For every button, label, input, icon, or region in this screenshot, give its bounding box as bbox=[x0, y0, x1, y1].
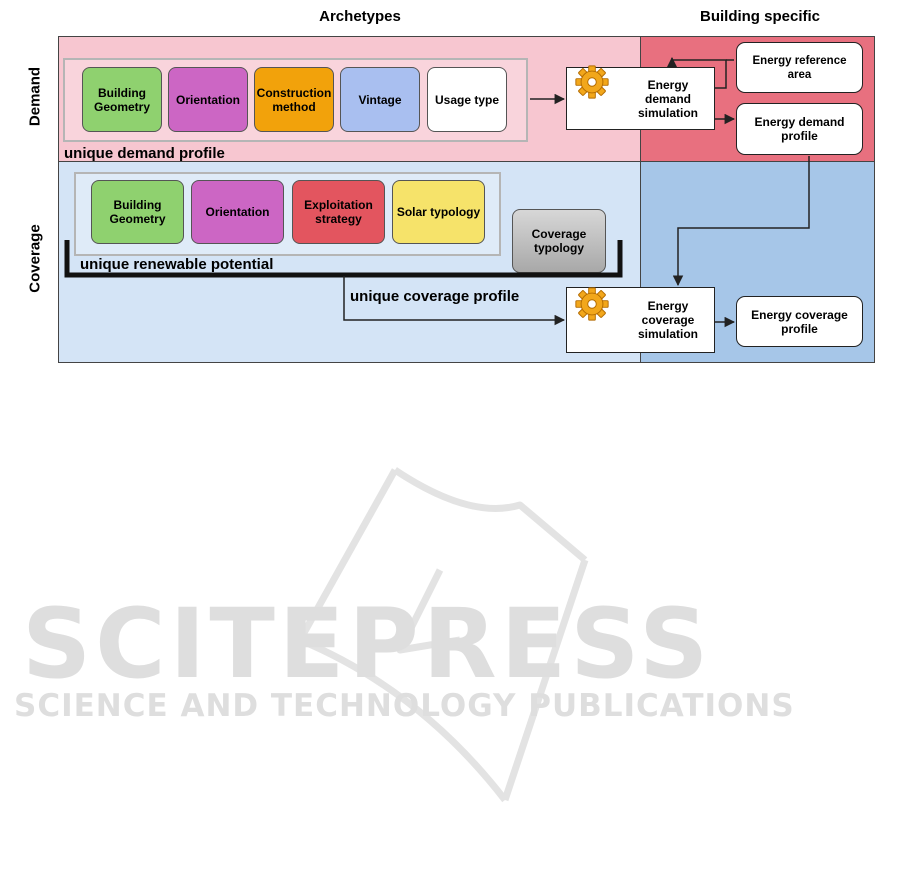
unique-demand-profile-caption: unique demand profile bbox=[64, 145, 225, 162]
building-specific-header: Building specific bbox=[699, 8, 820, 25]
demand-archetype-chip-label: Usage type bbox=[434, 92, 500, 107]
coverage-row-label: Coverage bbox=[26, 224, 44, 293]
coverage-archetype-chip-label: Exploitation strategy bbox=[304, 198, 373, 226]
demand-archetype-chip-label: Construction method bbox=[256, 85, 332, 114]
energy-demand-profile-label: Energy demand profile bbox=[754, 115, 845, 143]
energy-coverage-simulation-box: Energy coverage simulation bbox=[566, 287, 715, 353]
demand-archetype-chip: Building Geometry bbox=[82, 67, 162, 132]
coverage-archetype-chip-label: Building Geometry bbox=[109, 198, 166, 226]
gear-icon bbox=[575, 65, 609, 99]
demand-archetype-chip: Orientation bbox=[168, 67, 248, 132]
unique-renewable-potential-caption: unique renewable potential bbox=[80, 256, 274, 273]
watermark-tagline: SCIENCE AND TECHNOLOGY PUBLICATIONS bbox=[14, 688, 795, 724]
coverage-typology-label: Coverage typology bbox=[531, 227, 587, 255]
coverage-archetype-chip: Exploitation strategy bbox=[292, 180, 385, 244]
energy-demand-profile-box: Energy demand profile bbox=[736, 103, 863, 155]
watermark-logo-text: SCITEPRESS bbox=[22, 588, 713, 700]
energy-reference-area-label: Energy reference area bbox=[752, 54, 847, 81]
energy-demand-simulation-label: Energy demand simulation bbox=[637, 77, 698, 120]
gear-icon bbox=[575, 287, 609, 321]
demand-archetype-chip-label: Building Geometry bbox=[93, 85, 151, 114]
energy-reference-area-box: Energy reference area bbox=[736, 42, 863, 93]
demand-archetype-chip-label: Orientation bbox=[175, 92, 240, 107]
coverage-typology-box: Coverage typology bbox=[512, 209, 606, 273]
demand-archetype-chip: Vintage bbox=[340, 67, 420, 132]
coverage-archetype-chip: Solar typology bbox=[392, 180, 485, 244]
energy-coverage-simulation-label: Energy coverage simulation bbox=[637, 299, 698, 341]
energy-demand-simulation-box: Energy demand simulation bbox=[566, 65, 715, 130]
energy-coverage-profile-box: Energy coverage profile bbox=[736, 296, 863, 347]
demand-archetype-chip: Construction method bbox=[254, 67, 334, 132]
energy-coverage-profile-label: Energy coverage profile bbox=[751, 307, 848, 336]
archetypes-header: Archetypes bbox=[319, 8, 401, 25]
demand-row-label: Demand bbox=[26, 66, 44, 127]
unique-coverage-profile-caption: unique coverage profile bbox=[350, 288, 520, 305]
demand-archetype-chip-label: Vintage bbox=[358, 92, 402, 107]
demand-archetype-chip: Usage type bbox=[427, 67, 507, 132]
coverage-archetype-chip-label: Orientation bbox=[205, 205, 270, 219]
coverage-archetype-chip-label: Solar typology bbox=[396, 205, 481, 219]
coverage-archetype-chip: Building Geometry bbox=[91, 180, 184, 244]
coverage-archetype-chip: Orientation bbox=[191, 180, 284, 244]
